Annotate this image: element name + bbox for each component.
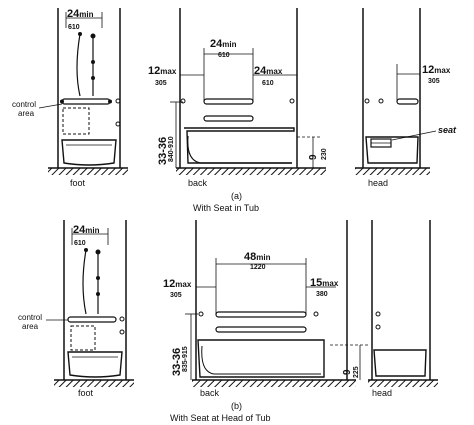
- dim-label: 24: [254, 65, 267, 77]
- dim-label: 12: [163, 278, 175, 290]
- panel-a-head: 12max 305 seat head: [355, 8, 457, 188]
- floor-hatch: [48, 168, 128, 175]
- dim-label-mm: 610: [68, 24, 80, 31]
- panel-b-foot: 24min 610 control area foot: [18, 220, 134, 398]
- view-label: back: [200, 388, 220, 398]
- grab-bar: [396, 98, 419, 105]
- svg-text:12max: 12max: [163, 278, 192, 290]
- svg-text:835-915: 835-915: [182, 346, 189, 372]
- svg-text:610: 610: [262, 80, 274, 87]
- height-label: 33-36: [157, 137, 169, 165]
- svg-text:305: 305: [170, 292, 182, 299]
- svg-text:48min: 48min: [244, 251, 271, 263]
- dim-label: 24: [210, 38, 223, 50]
- svg-text:24min: 24min: [73, 224, 100, 236]
- floor-hatch: [176, 168, 326, 175]
- dim-label: 12: [422, 64, 434, 76]
- floor-hatch: [368, 380, 438, 387]
- dim-label: 15: [310, 277, 322, 289]
- shower-head-icon: [95, 249, 101, 255]
- grab-bar: [67, 316, 117, 323]
- panel-a-back: 24min 610 12max 305 24max 610 33-36 840-…: [148, 8, 328, 188]
- svg-text:24min: 24min: [210, 38, 237, 50]
- shower-head-icon: [90, 33, 96, 39]
- svg-text:610: 610: [218, 52, 230, 59]
- svg-text:12max: 12max: [422, 64, 451, 76]
- control-area-box: [62, 107, 90, 135]
- grab-bar: [215, 311, 307, 318]
- panel-a-foot: 24min 610 control area foot: [12, 8, 128, 188]
- svg-text:840-910: 840-910: [168, 136, 175, 162]
- svg-text:380: 380: [316, 291, 328, 298]
- view-label: head: [372, 388, 392, 398]
- tub: [184, 127, 295, 164]
- view-label: foot: [78, 388, 94, 398]
- dim-label: 24: [67, 8, 80, 20]
- caption-title: With Seat at Head of Tub: [170, 413, 271, 423]
- view-label: back: [188, 178, 208, 188]
- svg-text:24min: 24min: [67, 8, 94, 20]
- panel-b-back: 48min 1220 12max 305 15max 380 33-36 835…: [163, 220, 370, 398]
- shower-hose: [76, 33, 81, 97]
- view-label: head: [368, 178, 388, 188]
- grab-bar: [203, 98, 254, 105]
- tub: [373, 349, 427, 377]
- svg-text:area: area: [22, 322, 39, 331]
- view-label: foot: [70, 178, 86, 188]
- tub: [197, 339, 325, 378]
- panel-b-head: head: [368, 220, 438, 398]
- shower-hose: [82, 249, 87, 315]
- dim-label: 24: [73, 224, 86, 236]
- grab-bar: [215, 326, 307, 333]
- floor-hatch: [355, 168, 430, 175]
- control-area-label: control: [18, 313, 42, 322]
- floor-hatch: [54, 380, 134, 387]
- caption-letter: (a): [231, 191, 242, 201]
- caption-title: With Seat in Tub: [193, 203, 259, 213]
- tub: [67, 351, 123, 378]
- tub: [365, 136, 419, 164]
- svg-text:305: 305: [428, 78, 440, 85]
- svg-text:305: 305: [155, 80, 167, 87]
- svg-text:24max: 24max: [254, 65, 283, 77]
- grab-bar: [203, 115, 254, 122]
- dim-label: 48: [244, 251, 256, 263]
- height-label: 33-36: [171, 348, 183, 376]
- grab-bar: [61, 98, 111, 105]
- svg-text:12max: 12max: [148, 65, 177, 77]
- seat-height-label: 9: [342, 369, 353, 375]
- svg-text:610: 610: [74, 240, 86, 247]
- seat-label: seat: [438, 125, 457, 135]
- svg-text:230: 230: [321, 148, 328, 160]
- seat-height-label: 9: [308, 154, 319, 160]
- floor-hatch: [192, 380, 356, 387]
- control-area-label: control: [12, 100, 36, 109]
- svg-text:1220: 1220: [250, 264, 266, 271]
- caption-letter: (b): [231, 401, 242, 411]
- tub: [61, 139, 117, 166]
- control-area-box: [70, 325, 96, 351]
- svg-text:area: area: [18, 109, 35, 118]
- svg-text:15max: 15max: [310, 277, 339, 289]
- dim-label: 12: [148, 65, 160, 77]
- svg-text:225: 225: [353, 366, 360, 378]
